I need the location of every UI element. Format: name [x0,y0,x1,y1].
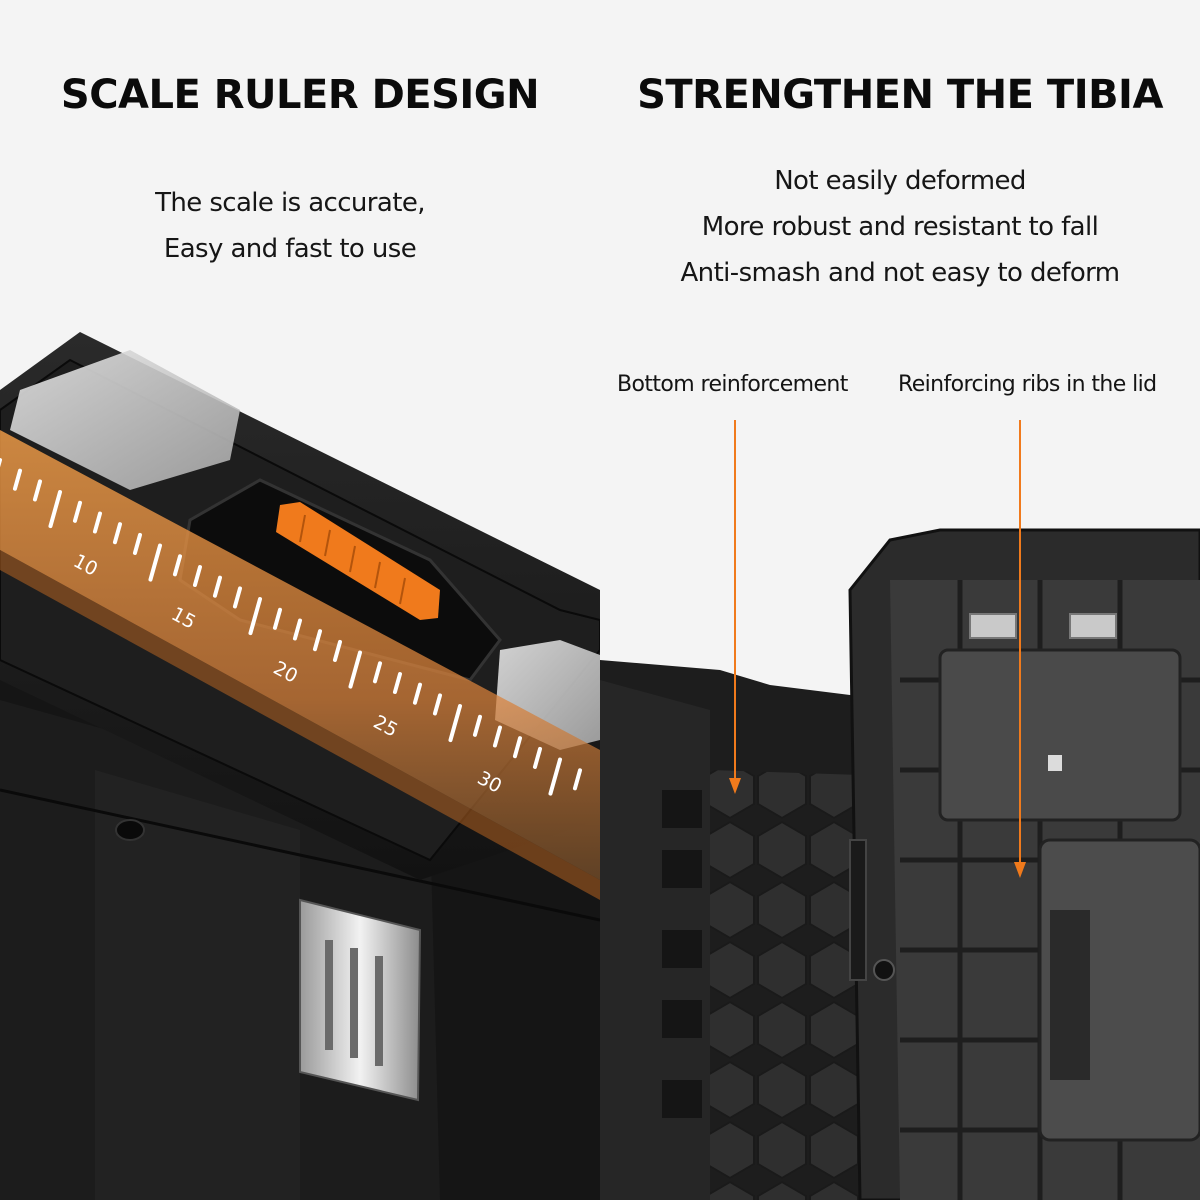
ruler-tick [532,746,542,769]
ruler-tick [332,639,342,662]
callout-pointers [729,420,1026,878]
left-description-line: Easy and fast to use [163,234,417,264]
ruler-tick [112,522,122,545]
ruler-tick [72,500,82,523]
ruler-tick [48,490,62,529]
ruler-tick [492,725,502,748]
left-description-line: The scale is accurate, [155,188,425,218]
right-description-line: Not easily deformed [774,166,1026,196]
bottom-pointer-arrow [729,778,741,794]
ruler-tick [392,672,402,694]
left-heading: SCALE RULER DESIGN [60,72,540,118]
ruler-tick [348,650,362,689]
bottom-reinforcement-callout: Bottom reinforcement [617,372,848,397]
ruler-tick [32,479,42,502]
ruler-tick [312,629,322,652]
ruler-tick [448,704,462,743]
toolbox-ruler-illustration: 10 15 20 25 30 [0,332,600,1200]
ruler-tick [292,618,302,641]
ruler-tick [172,554,182,577]
ruler-tick [472,714,482,737]
right-description-line: More robust and resistant to fall [701,212,1099,242]
ruler-tick [192,565,202,587]
open-lid-interior-illustration [600,520,1200,1200]
lid-ribs-callout: Reinforcing ribs in the lid [898,372,1157,397]
ruler-tick [12,468,22,491]
right-heading: STRENGTHEN THE TIBIA [637,72,1163,118]
ruler-tick [132,532,142,555]
right-description-line: Anti-smash and not easy to deform [680,258,1121,288]
ruler-tick [92,511,102,534]
ruler-tick [548,757,562,796]
ruler-tick [212,575,222,598]
ruler-tick [432,693,442,716]
ruler-tick [148,543,162,582]
ruler-tick [412,682,422,705]
ruler-tick [232,586,242,609]
ruler-tick [272,607,282,630]
ruler-tick [372,661,382,684]
right-description: Not easily deformed More robust and resi… [600,158,1200,296]
ruler-tick [512,736,522,759]
left-description: The scale is accurate, Easy and fast to … [0,180,580,272]
ruler-tick [248,597,262,636]
ruler-tick [572,768,582,791]
lid-pointer-arrow [1014,862,1026,878]
